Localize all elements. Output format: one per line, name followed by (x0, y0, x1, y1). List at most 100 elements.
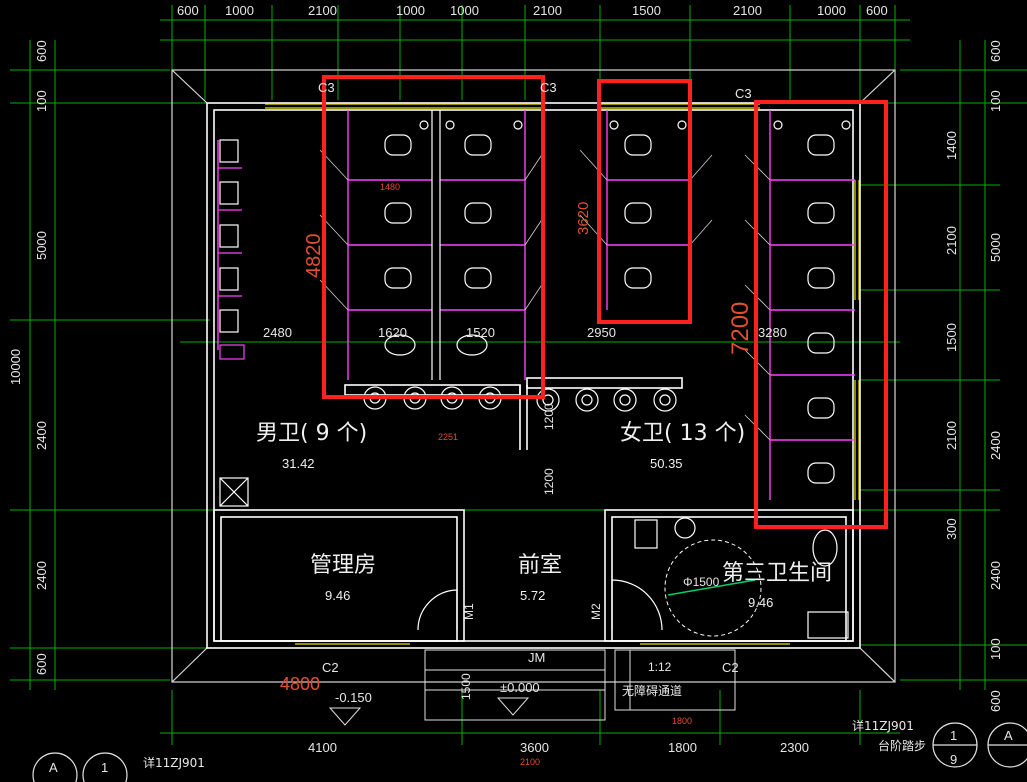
top-dim-9: 1000 (817, 3, 846, 18)
right-dim-2: 100 (988, 90, 1003, 112)
room-third-area: 9.46 (748, 595, 773, 610)
right-dim-4: 2100 (944, 226, 959, 255)
bottom-dim-2: 3600 (520, 740, 549, 755)
right-dim-5: 1500 (944, 323, 959, 352)
inner-dim-2251: 2251 (438, 432, 458, 442)
detail-ref-a: 详11ZJ901 (143, 755, 205, 770)
inner-dim-1620: 1620 (378, 325, 407, 340)
steps-label: 台阶踏步 (878, 738, 926, 753)
level-markers (328, 697, 530, 726)
right-dim-9: 600 (988, 690, 1003, 712)
right-outer-1: 5000 (988, 233, 1003, 262)
doors (417, 579, 663, 631)
axis-bubbles (32, 722, 1027, 782)
top-dim-3: 2100 (308, 3, 337, 18)
door-m1-label: M1 (462, 603, 476, 620)
left-dimensions: 600 100 5000 2400 2400 600 10000 (8, 40, 49, 675)
top-dim-4: 1000 (396, 3, 425, 18)
left-dim-1: 600 (34, 40, 49, 62)
right-outer-3: 2400 (988, 561, 1003, 590)
windows (265, 103, 860, 645)
door-jm-label: JM (528, 650, 545, 665)
window-label-c3b: C3 (540, 80, 557, 95)
top-dim-1: 600 (177, 3, 199, 18)
inner-dim-2950: 2950 (587, 325, 616, 340)
left-dim-total: 10000 (8, 349, 23, 385)
inner-dimensions: 2480 1620 1520 2950 3280 2251 1200 1200 … (263, 182, 787, 495)
inner-dim-1200a: 1200 (542, 403, 556, 430)
right-dim-7: 300 (944, 518, 959, 540)
ramp-slope-label: 1:12 (648, 660, 672, 674)
detail-ref-b: 详11ZJ901 (852, 718, 914, 733)
top-dim-6: 2100 (533, 3, 562, 18)
red-dim-4800: 4800 (280, 674, 320, 694)
turning-diameter-label: Φ1500 (683, 575, 720, 589)
entrance-steps (424, 649, 736, 721)
axis-a-label: A (49, 760, 58, 775)
door-m2-label: M2 (589, 603, 603, 620)
axis-1-label: 1 (101, 760, 108, 775)
room-mgmt-name: 管理房 (310, 553, 376, 578)
window-label-c2b: C2 (722, 660, 739, 675)
bottom-dim-small: 2100 (520, 757, 540, 767)
sheet-a-label: A (1004, 728, 1013, 743)
red-dim-7200: 7200 (727, 302, 754, 355)
left-dim-3: 5000 (34, 231, 49, 260)
right-dim-3: 1400 (944, 131, 959, 160)
inner-dim-1200b: 1200 (542, 468, 556, 495)
right-outer-2: 2400 (988, 431, 1003, 460)
room-third-name: 第三卫生间 (722, 561, 832, 586)
top-dim-8: 2100 (733, 3, 762, 18)
sheet-1-label: 1 (950, 728, 957, 743)
red-dim-4820: 4820 (303, 234, 325, 279)
urinal-partitions (218, 167, 245, 360)
room-mgmt-area: 9.46 (325, 588, 350, 603)
room-lobby-name: 前室 (518, 553, 562, 578)
inner-dim-3280: 3280 (758, 325, 787, 340)
left-dim-2: 100 (34, 90, 49, 112)
stall-partitions (217, 110, 855, 500)
level-zero-label: ±0.000 (500, 680, 540, 695)
highlight-women-right-stalls (754, 100, 888, 529)
room-labels: 男卫( 9 个) 31.42 女卫( 13 个) 50.35 管理房 9.46 … (256, 421, 832, 610)
ramp-label: 无障碍通道 (622, 683, 682, 698)
step-dim-1500: 1500 (459, 673, 473, 700)
room-men-name: 男卫( 9 个) (256, 421, 367, 446)
bottom-dim-4: 2300 (780, 740, 809, 755)
bottom-dimensions: 4100 3600 1800 2300 2100 (308, 740, 809, 767)
left-dim-5: 2400 (34, 561, 49, 590)
window-label-c3c: C3 (735, 86, 752, 101)
left-dim-6: 600 (34, 653, 49, 675)
bottom-dim-3: 1800 (668, 740, 697, 755)
red-dim-3620: 3620 (575, 202, 592, 235)
axis-bubble-labels: A 1 1 9 A (49, 728, 1013, 775)
right-dim-8: 100 (988, 638, 1003, 660)
highlight-men-stalls (322, 75, 545, 399)
top-dim-2: 1000 (225, 3, 254, 18)
inner-dim-2480: 2480 (263, 325, 292, 340)
inner-dim-1520: 1520 (466, 325, 495, 340)
window-label-c3a: C3 (318, 80, 335, 95)
right-dim-1: 600 (988, 40, 1003, 62)
grid-lines (10, 5, 1027, 745)
window-labels: C3 C3 C3 C2 C2 (318, 80, 752, 675)
right-dimensions: 600 100 1400 2100 1500 2100 300 100 600 … (944, 40, 1003, 712)
turning-diameter-line (667, 579, 756, 596)
top-dim-5: 1000 (450, 3, 479, 18)
room-men-area: 31.42 (282, 456, 315, 471)
room-women-area: 50.35 (650, 456, 683, 471)
red-dimensions: 4820 3620 7200 4800 (280, 202, 754, 694)
top-dim-7: 1500 (632, 3, 661, 18)
window-label-c2a: C2 (322, 660, 339, 675)
top-dim-10: 600 (866, 3, 888, 18)
sheet-9-label: 9 (950, 752, 957, 767)
toilet-fixtures (219, 120, 851, 639)
room-lobby-area: 5.72 (520, 588, 545, 603)
right-dim-6: 2100 (944, 421, 959, 450)
roof-outline (171, 69, 896, 683)
highlight-boxes (322, 75, 888, 529)
left-dim-4: 2400 (34, 421, 49, 450)
highlight-women-middle-stalls (597, 79, 692, 324)
ramp-dim-1800: 1800 (672, 716, 692, 726)
